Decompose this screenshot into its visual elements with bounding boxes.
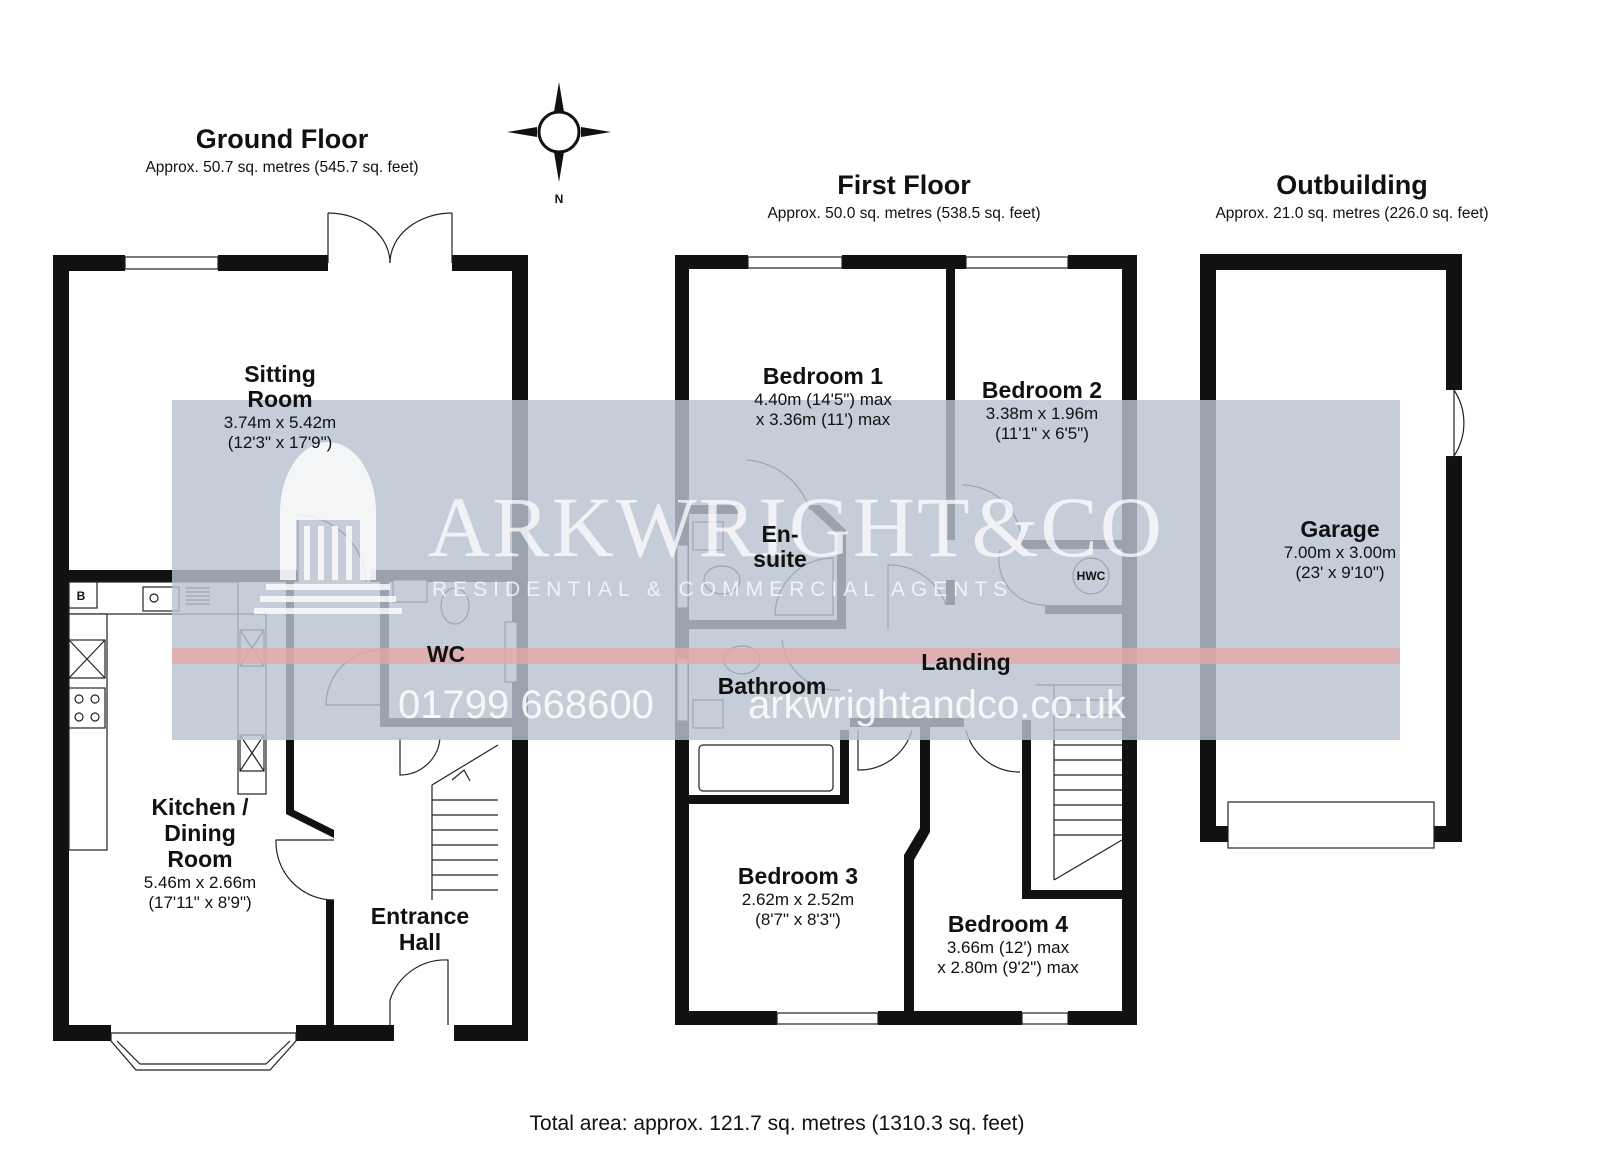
total-area: Total area: approx. 121.7 sq. metres (13… [530, 1112, 1025, 1135]
room-name: Hall [399, 929, 441, 955]
room-dimensions: 3.66m (12') max [947, 938, 1070, 957]
compass-rose-icon [507, 82, 611, 182]
room-garage: Garage 7.00m x 3.00m (23' x 9'10") [1284, 516, 1396, 582]
garage-door [1227, 801, 1435, 849]
room-dimensions-imperial: (17'11" x 8'9") [148, 893, 251, 912]
window [965, 256, 1069, 269]
window [747, 256, 843, 269]
window [1021, 1012, 1069, 1025]
first-floor-area: Approx. 50.0 sq. metres (538.5 sq. feet) [767, 205, 1040, 222]
outbuilding-title: Outbuilding [1276, 170, 1427, 200]
window [124, 256, 219, 270]
outbuilding-area: Approx. 21.0 sq. metres (226.0 sq. feet) [1215, 205, 1488, 222]
room-dimensions: 7.00m x 3.00m [1284, 543, 1396, 562]
room-sitting: Sitting Room 3.74m x 5.42m (12'3" x 17'9… [224, 361, 336, 452]
room-name: Entrance [371, 903, 469, 929]
ground-floor-title: Ground Floor [196, 124, 369, 154]
room-name: Room [247, 386, 312, 412]
french-doors [327, 212, 453, 264]
ground-floor [53, 212, 528, 1071]
room-name: Bedroom 3 [738, 863, 858, 889]
agency-logo-icon [254, 442, 402, 614]
room-name: Garage [1300, 516, 1379, 542]
room-dimensions: 3.74m x 5.42m [224, 413, 336, 432]
first-floor-title: First Floor [837, 170, 971, 200]
compass-north-label: N [555, 192, 564, 206]
watermark-tagline: RESIDENTIAL & COMMERCIAL AGENTS [432, 578, 1013, 601]
room-dimensions: 3.38m x 1.96m [986, 404, 1098, 423]
room-name: Kitchen / [151, 794, 249, 820]
room-bathroom: Bathroom [718, 673, 827, 699]
room-name: Bedroom 1 [763, 363, 883, 389]
room-landing: Landing [921, 649, 1010, 675]
bath [698, 744, 834, 792]
room-name: suite [753, 546, 807, 572]
room-kitchen: Kitchen / Dining Room 5.46m x 2.66m (17'… [144, 794, 256, 912]
room-dimensions-imperial: (11'1" x 6'5") [995, 424, 1089, 443]
room-dimensions: 4.40m (14'5") max [754, 390, 892, 409]
watermark-website: arkwrightandco.co.uk [748, 683, 1127, 727]
room-wc: WC [427, 641, 465, 667]
room-name: Dining [164, 820, 236, 846]
room-name: Sitting [244, 361, 316, 387]
room-ensuite: En- suite [753, 521, 807, 572]
ground-floor-area: Approx. 50.7 sq. metres (545.7 sq. feet) [145, 159, 418, 176]
bay-window [110, 1032, 297, 1071]
watermark: ARKWRIGHT&CO RESIDENTIAL & COMMERCIAL AG… [172, 400, 1400, 740]
room-bedroom-1: Bedroom 1 4.40m (14'5") max x 3.36m (11'… [754, 363, 892, 429]
room-dimensions-imperial: (8'7" x 8'3") [755, 910, 841, 929]
room-dimensions-2: x 2.80m (9'2") max [937, 958, 1079, 977]
room-dimensions: 5.46m x 2.66m [144, 873, 256, 892]
watermark-brand: ARKWRIGHT&CO [428, 479, 1164, 575]
window [776, 1012, 879, 1025]
staircase [431, 744, 499, 900]
room-name: Bedroom 2 [982, 377, 1102, 403]
boiler-label: B [77, 589, 86, 603]
room-bedroom-3: Bedroom 3 2.62m x 2.52m (8'7" x 8'3") [738, 863, 858, 929]
room-name: Bedroom 4 [948, 911, 1068, 937]
room-name: En- [761, 521, 798, 547]
watermark-phone: 01799 668600 [398, 683, 654, 727]
room-dimensions: 2.62m x 2.52m [742, 890, 854, 909]
room-entrance-hall: Entrance Hall [371, 903, 469, 955]
room-dimensions-2: x 3.36m (11') max [756, 410, 891, 429]
room-dimensions-imperial: (23' x 9'10") [1295, 563, 1384, 582]
room-dimensions-imperial: (12'3" x 17'9") [228, 433, 333, 452]
room-bedroom-2: Bedroom 2 3.38m x 1.96m (11'1" x 6'5") [982, 377, 1102, 443]
room-name: Room [167, 846, 232, 872]
room-bedroom-4: Bedroom 4 3.66m (12') max x 2.80m (9'2")… [937, 911, 1079, 977]
hwc-label: HWC [1077, 569, 1106, 583]
